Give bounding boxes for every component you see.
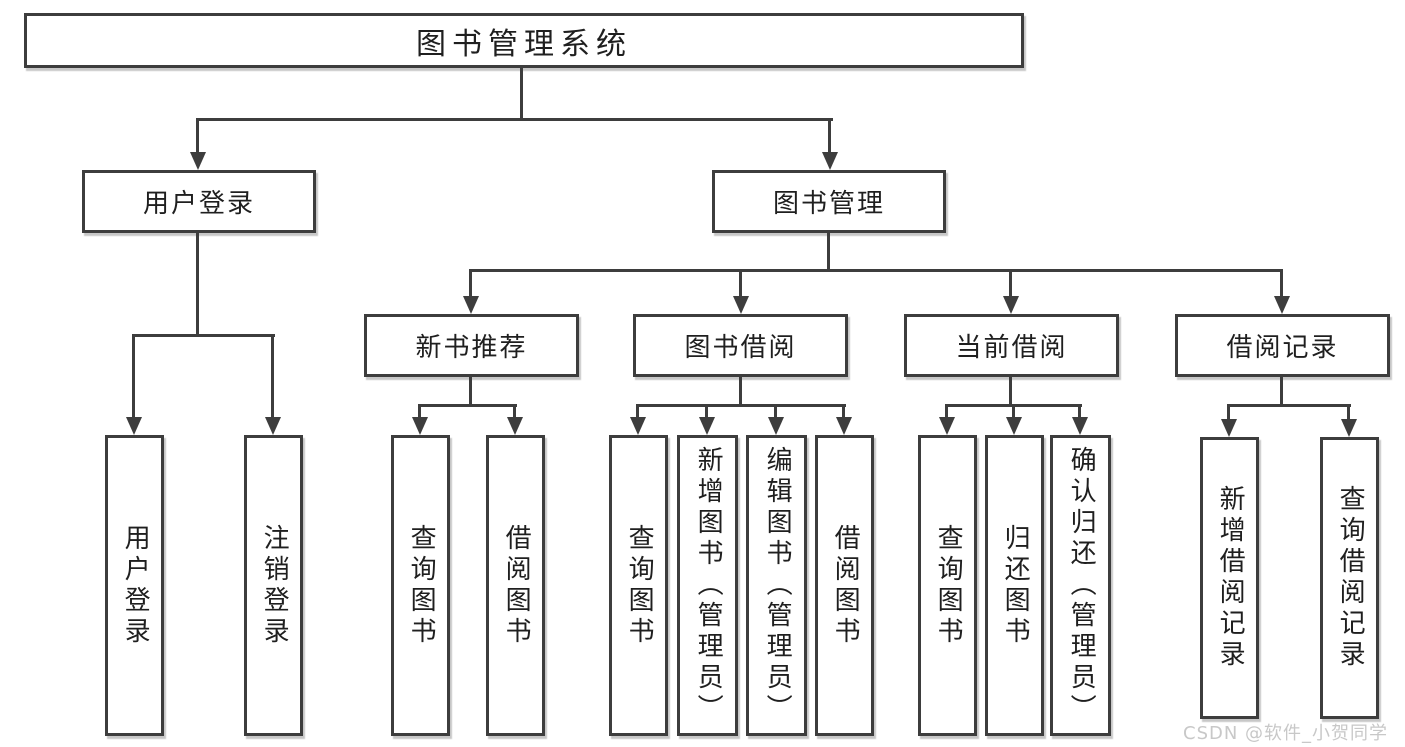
arrow-down-icon	[507, 417, 523, 435]
node-borrow-records: 借阅记录	[1175, 314, 1390, 377]
edge-login-branch	[132, 334, 275, 337]
leaf-rec-query-books-label: 查询图书	[406, 523, 437, 648]
edge-borrow-borrow-stem	[842, 404, 845, 419]
leaf-current-confirm-return-admin-label: 确认归还（管理员）	[1066, 446, 1097, 725]
leaf-user-login-label: 用户登录	[120, 523, 151, 648]
edge-root-login-stem	[196, 118, 199, 154]
node-user-login-label: 用户登录	[142, 189, 255, 219]
arrow-down-icon	[1072, 417, 1088, 435]
edge-mgmt-rec-stem	[469, 269, 472, 299]
arrow-down-icon	[463, 296, 479, 314]
leaf-logout: 注销登录	[244, 435, 303, 736]
leaf-borrow-borrow-books: 借阅图书	[815, 435, 874, 736]
arrow-down-icon	[836, 417, 852, 435]
node-borrow-records-label: 借阅记录	[1226, 333, 1339, 363]
edge-borrow-query-stem	[636, 404, 639, 419]
leaf-rec-query-books: 查询图书	[391, 435, 450, 736]
node-user-login: 用户登录	[82, 170, 316, 233]
edge-records-branch	[1227, 404, 1351, 407]
arrow-down-icon	[190, 152, 206, 170]
edge-records-drop	[1280, 377, 1283, 406]
node-book-management-label: 图书管理	[772, 189, 885, 219]
leaf-rec-borrow-books-label: 借阅图书	[501, 523, 532, 648]
arrow-down-icon	[1274, 296, 1290, 314]
leaf-current-confirm-return-admin: 确认归还（管理员）	[1050, 435, 1111, 736]
edge-root-drop	[520, 68, 523, 120]
arrow-down-icon	[126, 417, 142, 435]
edge-current-return-stem	[1012, 404, 1015, 419]
edge-login-logout-stem	[271, 334, 274, 419]
edge-login-user-stem	[132, 334, 135, 419]
node-book-borrow: 图书借阅	[633, 314, 848, 377]
node-root: 图书管理系统	[24, 13, 1024, 68]
node-current-borrow: 当前借阅	[904, 314, 1119, 377]
edge-root-branch	[197, 118, 833, 121]
leaf-records-query-record: 查询借阅记录	[1320, 437, 1379, 719]
leaf-user-login: 用户登录	[105, 435, 164, 736]
node-new-book-recommend-label: 新书推荐	[415, 333, 528, 363]
leaf-borrow-add-books-admin-label: 新增图书（管理员）	[693, 446, 724, 725]
arrow-down-icon	[1003, 296, 1019, 314]
arrow-down-icon	[733, 296, 749, 314]
arrow-down-icon	[630, 417, 646, 435]
edge-current-drop	[1009, 377, 1012, 406]
leaf-records-query-record-label: 查询借阅记录	[1335, 485, 1366, 671]
csdn-watermark: CSDN @软件_小贺同学	[1183, 723, 1389, 744]
edge-mgmt-drop	[827, 233, 830, 272]
arrow-down-icon	[1341, 419, 1357, 437]
edge-rec-drop	[469, 377, 472, 406]
edge-rec-query-stem	[418, 404, 421, 419]
edge-current-confirm-stem	[1078, 404, 1081, 419]
edge-rec-borrow-stem	[513, 404, 516, 419]
leaf-borrow-add-books-admin: 新增图书（管理员）	[677, 435, 738, 736]
leaf-records-add-record: 新增借阅记录	[1200, 437, 1259, 719]
leaf-borrow-edit-books-admin: 编辑图书（管理员）	[746, 435, 807, 736]
leaf-current-return-books-label: 归还图书	[1000, 523, 1031, 648]
edge-mgmt-borrow-stem	[739, 269, 742, 299]
arrow-down-icon	[1221, 419, 1237, 437]
leaf-records-add-record-label: 新增借阅记录	[1215, 485, 1246, 671]
arrow-down-icon	[699, 417, 715, 435]
leaf-borrow-edit-books-admin-label: 编辑图书（管理员）	[762, 446, 793, 725]
leaf-borrow-query-books: 查询图书	[609, 435, 668, 736]
leaf-rec-borrow-books: 借阅图书	[486, 435, 545, 736]
edge-mgmt-branch	[469, 269, 1283, 272]
edge-borrow-edit-stem	[774, 404, 777, 419]
node-current-borrow-label: 当前借阅	[955, 333, 1068, 363]
node-book-management: 图书管理	[712, 170, 946, 233]
node-book-borrow-label: 图书借阅	[684, 333, 797, 363]
node-new-book-recommend: 新书推荐	[364, 314, 579, 377]
edge-records-query-stem	[1347, 404, 1350, 421]
edge-root-mgmt-stem	[828, 118, 831, 154]
edge-borrow-branch	[636, 404, 846, 407]
edge-records-add-stem	[1227, 404, 1230, 421]
leaf-current-query-books: 查询图书	[918, 435, 977, 736]
arrow-down-icon	[412, 417, 428, 435]
leaf-logout-label: 注销登录	[259, 523, 290, 648]
arrow-down-icon	[265, 417, 281, 435]
edge-mgmt-records-stem	[1280, 269, 1283, 299]
leaf-current-return-books: 归还图书	[985, 435, 1044, 736]
edge-login-drop	[196, 233, 199, 336]
edge-borrow-drop	[739, 377, 742, 406]
arrow-down-icon	[822, 152, 838, 170]
arrow-down-icon	[1006, 417, 1022, 435]
leaf-borrow-query-books-label: 查询图书	[624, 523, 655, 648]
arrow-down-icon	[939, 417, 955, 435]
node-root-label: 图书管理系统	[416, 26, 632, 62]
leaf-current-query-books-label: 查询图书	[933, 523, 964, 648]
edge-current-query-stem	[945, 404, 948, 419]
edge-mgmt-current-stem	[1009, 269, 1012, 299]
leaf-borrow-borrow-books-label: 借阅图书	[830, 523, 861, 648]
arrow-down-icon	[768, 417, 784, 435]
edge-borrow-add-stem	[705, 404, 708, 419]
edge-rec-branch	[418, 404, 517, 407]
